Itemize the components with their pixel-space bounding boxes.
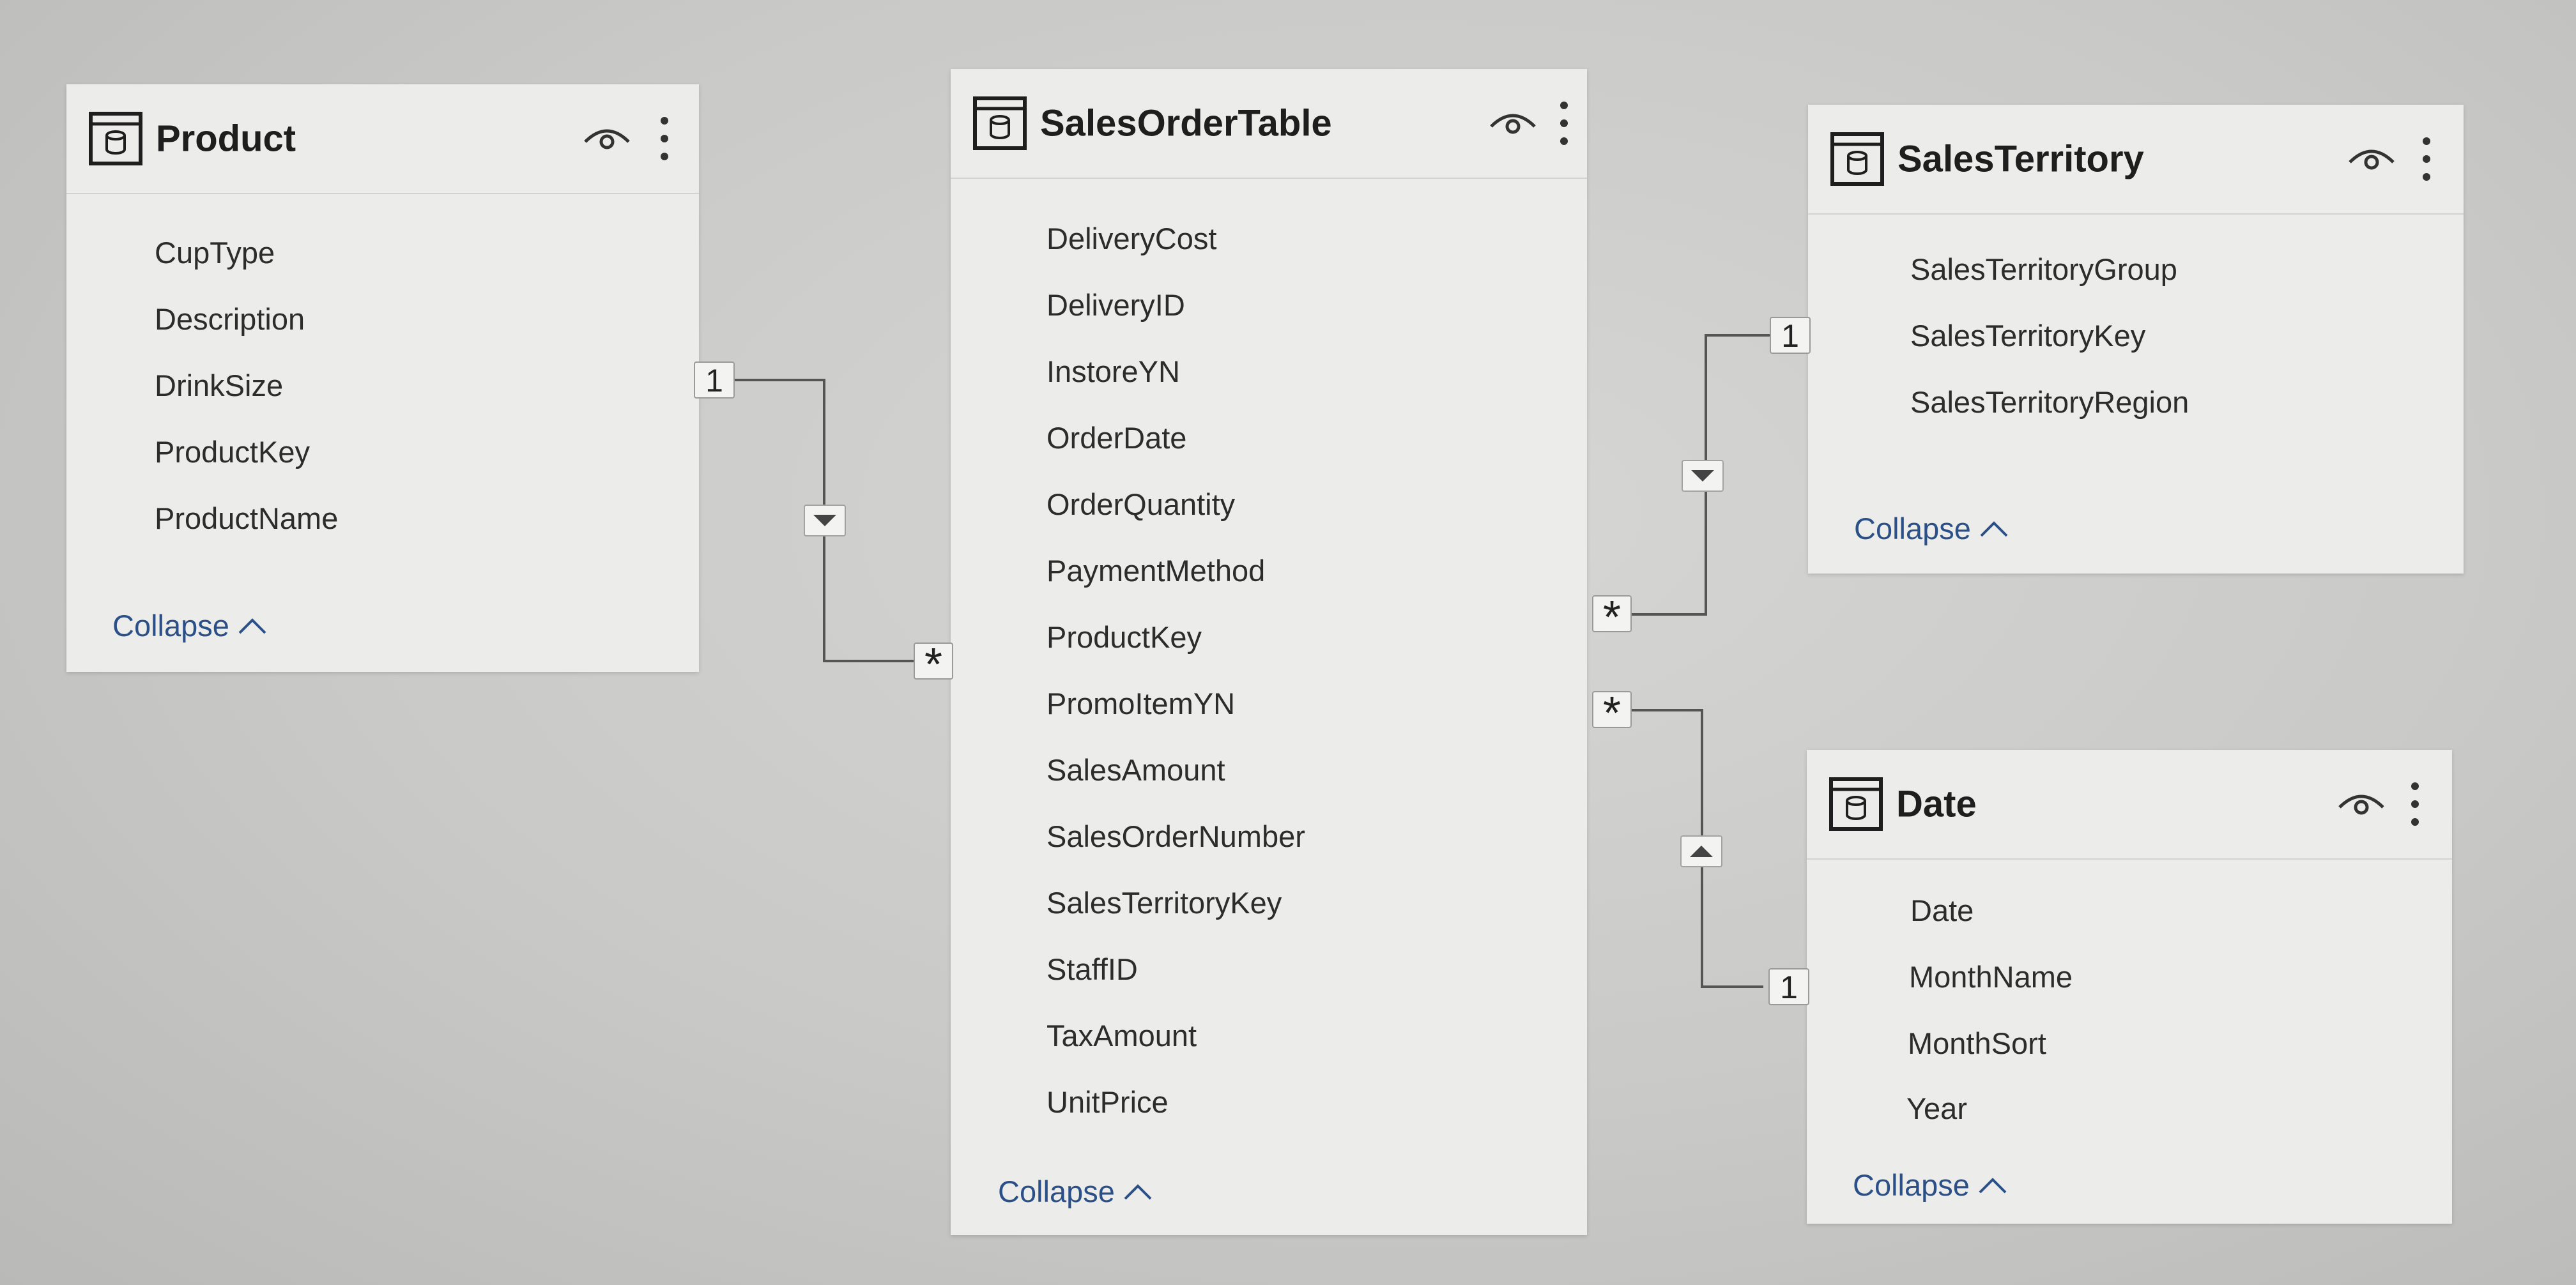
cardinality-many-badge[interactable]: * (914, 642, 953, 688)
field-item[interactable]: MonthSort (1908, 1026, 2046, 1060)
table-icon (972, 96, 1027, 151)
cardinality-many-badge[interactable]: * (1592, 690, 1632, 736)
table-icon (1828, 777, 1883, 832)
table-header: SalesTerritory (1808, 105, 2464, 215)
collapse-button[interactable]: Collapse (1854, 511, 2009, 546)
field-item[interactable]: CupType (155, 236, 275, 270)
field-item[interactable]: SalesTerritoryKey (1910, 319, 2146, 353)
field-item[interactable]: InstoreYN (1046, 354, 1180, 388)
filter-direction-arrow-icon[interactable] (804, 505, 846, 536)
field-item[interactable]: DeliveryID (1046, 288, 1185, 322)
table-icon (1830, 132, 1885, 186)
product-table-card[interactable]: Product CupType Description DrinkSize Pr… (66, 84, 699, 672)
field-item[interactable]: ProductKey (1046, 620, 1202, 654)
field-item[interactable]: PromoItemYN (1046, 687, 1236, 720)
eye-icon[interactable] (583, 123, 631, 155)
cardinality-many-badge[interactable]: * (1592, 595, 1632, 641)
field-item[interactable]: Date (1910, 893, 1974, 927)
table-header: SalesOrderTable (951, 69, 1587, 179)
table-title: SalesOrderTable (1040, 102, 1332, 144)
field-item[interactable]: DrinkSize (155, 369, 284, 402)
field-item[interactable]: SalesTerritoryKey (1046, 886, 1282, 920)
collapse-label: Collapse (1853, 1168, 1970, 1202)
collapse-button[interactable]: Collapse (998, 1174, 1153, 1209)
table-header: Date (1807, 750, 2452, 860)
table-header: Product (66, 84, 699, 194)
sales-order-table-card[interactable]: SalesOrderTable DeliveryCost DeliveryID … (951, 69, 1587, 1235)
more-options-icon[interactable] (1559, 100, 1569, 146)
cardinality-one-badge[interactable]: 1 (1770, 317, 1811, 354)
eye-icon[interactable] (2347, 143, 2396, 175)
field-item[interactable]: PaymentMethod (1046, 554, 1266, 588)
field-item[interactable]: Year (1906, 1091, 1967, 1125)
field-item[interactable]: Description (155, 302, 305, 336)
field-item[interactable]: MonthName (1909, 960, 2073, 994)
collapse-label: Collapse (998, 1175, 1115, 1208)
collapse-button[interactable]: Collapse (1853, 1167, 2008, 1203)
eye-icon[interactable] (2337, 788, 2386, 820)
filter-direction-arrow-icon[interactable] (1682, 460, 1724, 492)
field-item[interactable]: SalesAmount (1046, 753, 1225, 787)
cardinality-one-badge[interactable]: 1 (1768, 968, 1809, 1005)
field-item[interactable]: UnitPrice (1046, 1085, 1169, 1119)
field-item[interactable]: DeliveryCost (1046, 222, 1217, 255)
collapse-button[interactable]: Collapse (112, 608, 268, 643)
field-item[interactable]: TaxAmount (1046, 1019, 1197, 1053)
field-item[interactable]: OrderQuantity (1046, 487, 1236, 521)
date-table-card[interactable]: Date Date MonthName MonthSort Year Colla… (1807, 750, 2452, 1224)
field-item[interactable]: SalesTerritoryRegion (1910, 385, 2189, 419)
field-item[interactable]: OrderDate (1046, 421, 1187, 455)
filter-direction-arrow-icon[interactable] (1680, 835, 1722, 867)
chevron-up-icon (1977, 1176, 2008, 1195)
table-icon (88, 111, 143, 166)
table-title: Date (1896, 783, 1977, 825)
field-item[interactable]: SalesTerritoryGroup (1910, 252, 2177, 286)
field-item[interactable]: ProductName (155, 501, 339, 535)
more-options-icon[interactable] (2410, 781, 2420, 827)
eye-icon[interactable] (1489, 107, 1537, 139)
chevron-up-icon (1123, 1182, 1153, 1201)
table-title: Product (156, 118, 296, 160)
collapse-label: Collapse (112, 609, 229, 642)
chevron-up-icon (237, 616, 268, 635)
field-item[interactable]: StaffID (1046, 952, 1138, 986)
more-options-icon[interactable] (2421, 136, 2432, 182)
more-options-icon[interactable] (659, 116, 670, 162)
table-title: SalesTerritory (1897, 138, 2144, 180)
cardinality-one-badge[interactable]: 1 (694, 361, 735, 399)
field-item[interactable]: ProductKey (155, 435, 310, 469)
collapse-label: Collapse (1854, 512, 1971, 545)
chevron-up-icon (1979, 519, 2009, 538)
field-item[interactable]: SalesOrderNumber (1046, 819, 1305, 853)
sales-territory-table-card[interactable]: SalesTerritory SalesTerritoryGroup Sales… (1808, 105, 2464, 574)
